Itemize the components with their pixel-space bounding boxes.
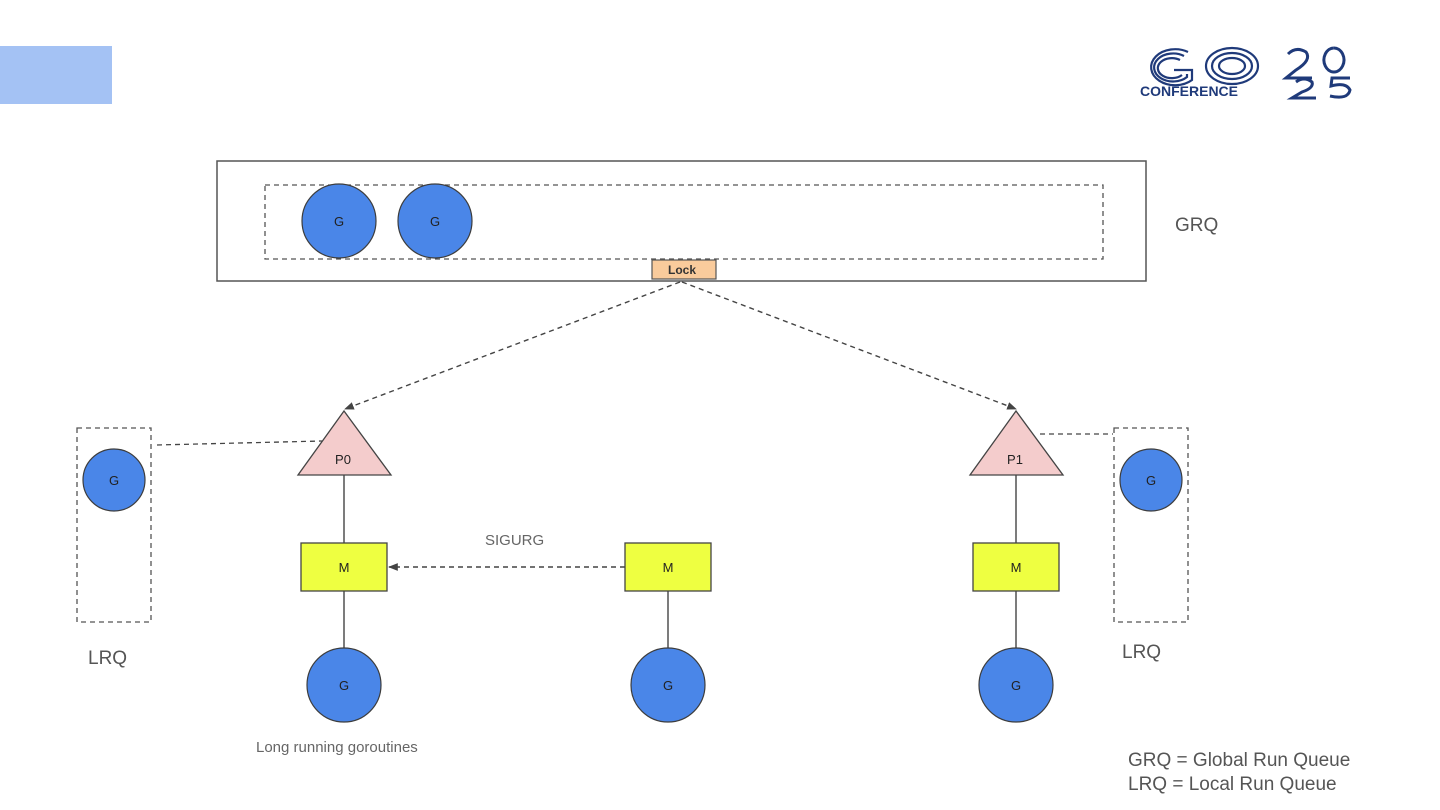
svg-text:G: G — [334, 214, 344, 229]
grq-goroutine-1: G — [301, 183, 377, 259]
processor-p0: P0 — [296, 409, 393, 476]
svg-text:G: G — [109, 473, 119, 488]
svg-text:P1: P1 — [1007, 452, 1023, 467]
goroutine-running-left: G — [306, 647, 382, 723]
goroutine-middle: G — [630, 647, 706, 723]
processor-p1: P1 — [968, 409, 1065, 476]
svg-text:M: M — [663, 560, 674, 575]
svg-text:Lock: Lock — [668, 263, 696, 277]
logo-conference-text: CONFERENCE — [1140, 83, 1238, 99]
lrq-right-label: LRQ — [1122, 642, 1162, 663]
lrq-right-goroutine: G — [1119, 448, 1183, 512]
grq-label: GRQ — [1175, 215, 1219, 236]
lrq-right-box — [1113, 427, 1189, 623]
svg-text:G: G — [430, 214, 440, 229]
slide-accent-bar — [0, 46, 112, 104]
svg-text:M: M — [1011, 560, 1022, 575]
svg-text:G: G — [1146, 473, 1156, 488]
lock-to-p1-arrow — [681, 281, 1017, 410]
legend-grq: GRQ = Global Run Queue — [1128, 750, 1351, 771]
machine-m-left: M — [300, 542, 388, 592]
machine-m-middle: M — [624, 542, 712, 592]
legend: GRQ = Global Run Queue LRQ = Local Run Q… — [1128, 749, 1350, 797]
machine-m-right: M — [972, 542, 1060, 592]
svg-text:G: G — [663, 678, 673, 693]
go-conference-logo: CONFERENCE — [1140, 46, 1352, 100]
svg-text:P0: P0 — [335, 452, 351, 467]
p0-to-lrq-link — [156, 440, 323, 446]
svg-text:G: G — [339, 678, 349, 693]
lock-to-p0-arrow — [344, 281, 681, 410]
goroutine-running-right: G — [978, 647, 1054, 723]
sigurg-label: SIGURG — [485, 532, 545, 549]
legend-lrq: LRQ = Local Run Queue — [1128, 774, 1337, 795]
long-running-caption: Long running goroutines — [256, 739, 418, 756]
lrq-left-goroutine: G — [82, 448, 146, 512]
grq-queue — [264, 184, 1104, 260]
svg-text:M: M — [339, 560, 350, 575]
lock-box: Lock — [651, 259, 717, 280]
lrq-left-box — [76, 427, 152, 623]
grq-box — [216, 160, 1147, 282]
lrq-left-label: LRQ — [88, 648, 128, 669]
svg-text:G: G — [1011, 678, 1021, 693]
grq-goroutine-2: G — [397, 183, 473, 259]
